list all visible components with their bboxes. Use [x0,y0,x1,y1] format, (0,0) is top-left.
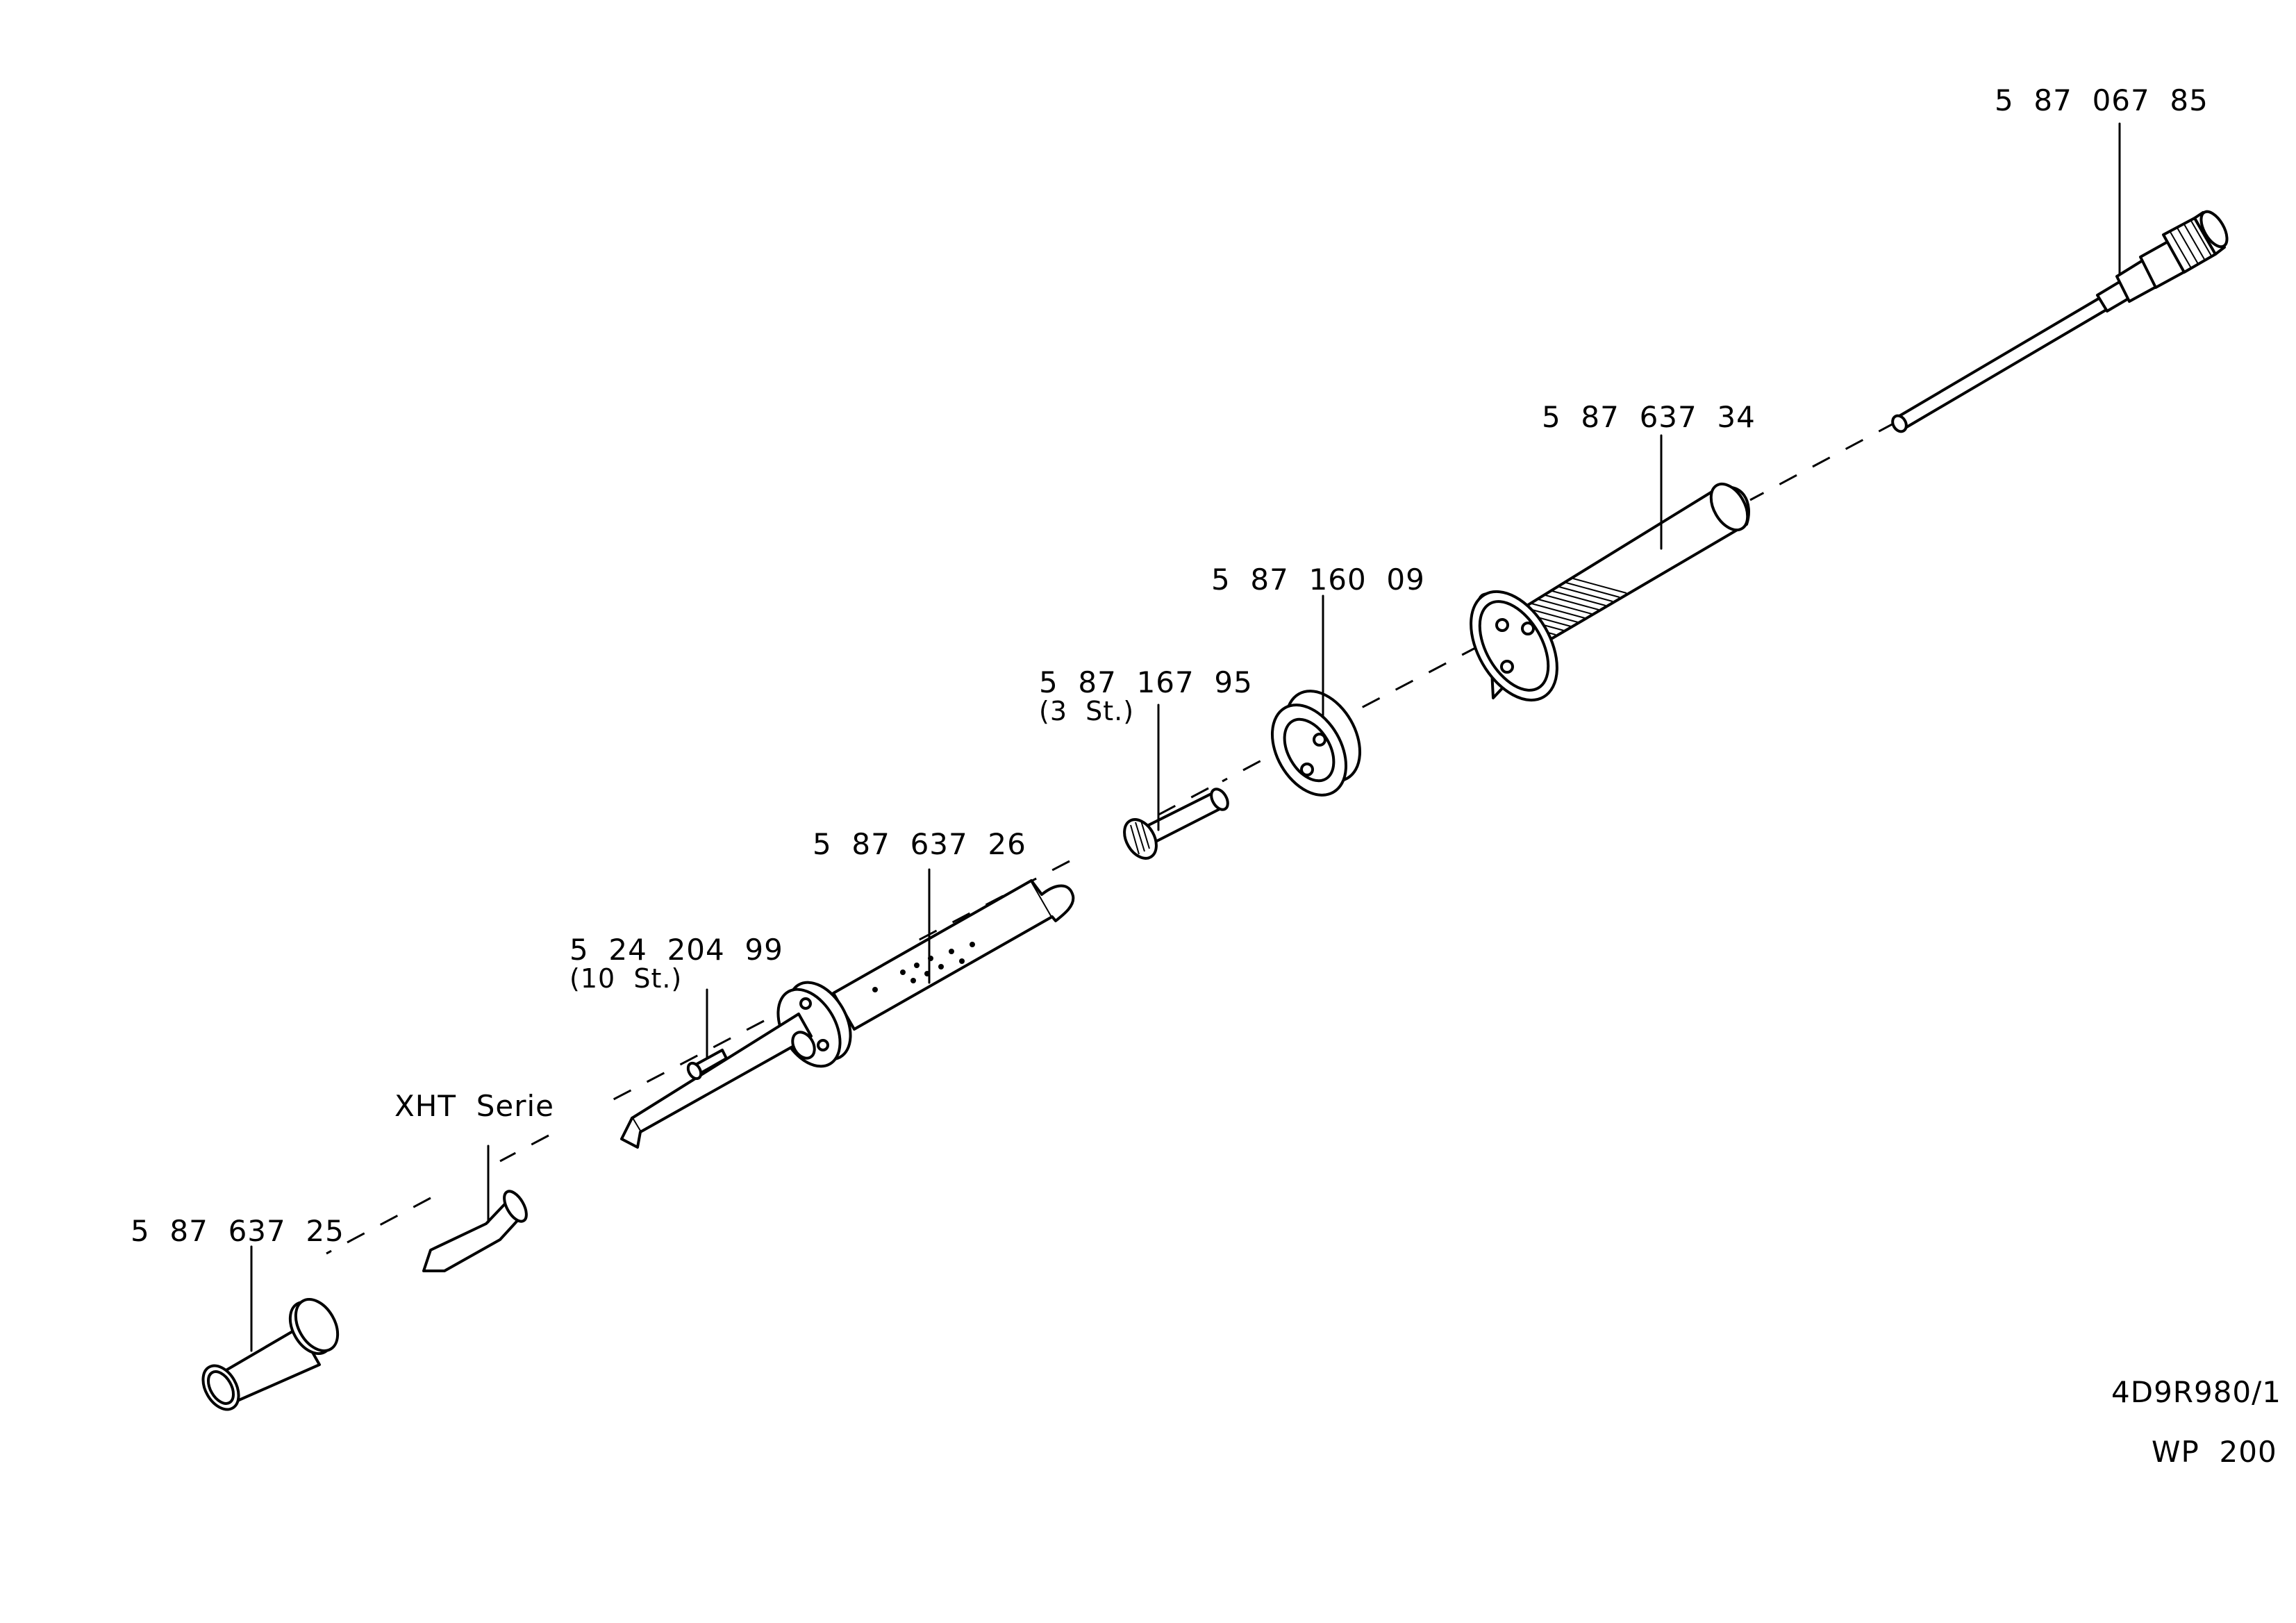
part-label-cable-connector: 5 87 067 85 [1995,83,2208,117]
part-quantity-screw: (10 St.) [569,963,683,994]
part-label-tip: XHT Serie [394,1089,554,1123]
part-label-tip-nut: 5 87 637 25 [131,1214,344,1248]
part-label-screw: 5 24 204 99 [569,933,783,967]
drawing-number: 4D9R980/1 [2111,1375,2282,1409]
heater-element-part [620,879,1075,1149]
screw-part [686,1049,728,1081]
part-label-heater-element: 5 87 637 26 [813,827,1026,861]
handle-sleeve-part [1470,482,1750,702]
cable-connector-part [1891,210,2229,433]
part-label-locking-ring: 5 87 160 09 [1211,563,1425,597]
tip-part [422,1190,528,1272]
part-label-spacer-tube: 5 87 167 95 [1039,665,1253,699]
spacer-tube-part [1123,788,1229,860]
part-label-handle-sleeve: 5 87 637 34 [1542,400,1756,434]
part-quantity-spacer-tube: (3 St.) [1039,696,1135,726]
tip-nut-part [201,1298,340,1411]
model-name: WP 200 [2152,1435,2277,1469]
locking-ring-part [1270,690,1362,797]
